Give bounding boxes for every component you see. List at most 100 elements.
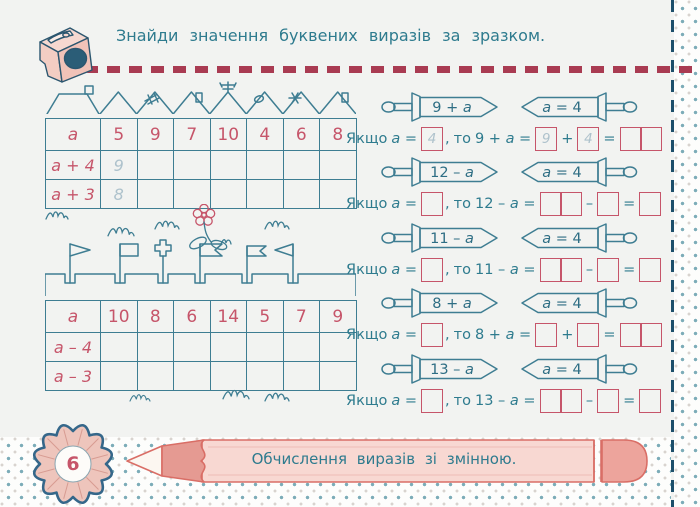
value-sword-banner: a = 4 <box>521 92 638 122</box>
table-header-cell: 6 <box>282 118 320 151</box>
sword-banners: 13 – a a = 4 <box>346 352 676 386</box>
page-number: 6 <box>66 453 80 475</box>
table-header-cell: a <box>45 300 101 333</box>
expression-sword-banner: 11 – a <box>381 223 498 253</box>
answer-box[interactable] <box>639 388 662 413</box>
answer-box[interactable] <box>559 388 582 413</box>
row-label: a – 4 <box>45 332 101 362</box>
sharpener-icon <box>39 27 93 83</box>
operator: = <box>603 327 616 344</box>
answer-box[interactable] <box>421 257 444 282</box>
answer-box[interactable] <box>559 257 582 282</box>
answer-box[interactable] <box>639 127 662 151</box>
table-header-cell: 10 <box>209 118 247 151</box>
comma: , <box>445 261 450 278</box>
table-cell[interactable] <box>136 361 174 391</box>
answer-box-wide[interactable] <box>539 257 582 282</box>
table-cell[interactable] <box>209 150 247 180</box>
answer-box-wide[interactable] <box>539 388 582 413</box>
answer-box[interactable] <box>597 192 620 217</box>
pencil-banner-icon <box>126 439 648 483</box>
table-cell[interactable] <box>136 150 174 180</box>
table-cell[interactable] <box>136 179 174 209</box>
table-cell[interactable] <box>282 179 320 209</box>
answer-box[interactable]: 9 <box>535 127 558 151</box>
sword-banners: 12 – a a = 4 <box>346 155 676 189</box>
table-cell[interactable] <box>209 179 247 209</box>
table-header-cell: 5 <box>246 300 284 333</box>
answer-box[interactable] <box>639 192 662 217</box>
table-cell[interactable] <box>209 361 247 391</box>
answer-box[interactable] <box>619 127 642 151</box>
divider-dashed-line <box>85 66 700 73</box>
expression-sword-banner: 12 – a <box>381 157 498 188</box>
table-cell[interactable] <box>319 150 357 180</box>
table-cell[interactable] <box>319 179 357 209</box>
answer-box[interactable] <box>539 257 562 282</box>
table-cell[interactable] <box>173 361 211 391</box>
table-row: a – 4 <box>45 332 357 362</box>
table-cell[interactable] <box>319 361 357 391</box>
table-cell[interactable] <box>282 361 320 391</box>
answer-box[interactable] <box>539 192 562 217</box>
table-cell[interactable] <box>173 332 211 362</box>
expression-text: 11 – a = <box>474 261 536 278</box>
table-cell[interactable] <box>246 361 284 391</box>
table-header-cell: 10 <box>100 300 138 333</box>
table-cell[interactable] <box>246 179 284 209</box>
answer-box[interactable]: 4 <box>421 127 444 151</box>
pencil-shaving-badge: 6 <box>26 418 120 507</box>
answer-box[interactable] <box>535 323 558 348</box>
row-label: a – 3 <box>45 361 101 391</box>
table-cell[interactable] <box>246 332 284 362</box>
answer-box-wide[interactable] <box>619 127 662 151</box>
table-cell[interactable]: 8 <box>100 179 138 209</box>
operator: = <box>623 196 636 213</box>
table-header-cell: 5 <box>100 118 138 151</box>
answer-box[interactable] <box>421 388 444 413</box>
if-word: Якщо <box>346 392 388 409</box>
answer-box[interactable] <box>619 323 642 348</box>
table-cell[interactable] <box>246 150 284 180</box>
svg-text:9 + a: 9 + a <box>432 100 471 116</box>
svg-text:a = 4: a = 4 <box>542 362 581 378</box>
answer-box-wide[interactable] <box>619 323 662 348</box>
table-cell[interactable] <box>282 150 320 180</box>
answer-box-wide[interactable] <box>539 192 582 217</box>
table-cell[interactable] <box>209 332 247 362</box>
value-sword-banner: a = 4 <box>521 157 638 188</box>
answer-box[interactable] <box>597 257 620 282</box>
answer-box[interactable] <box>421 192 444 217</box>
then-word: то <box>453 261 471 278</box>
svg-text:a = 4: a = 4 <box>542 296 581 312</box>
expression-sword-banner: 13 – a <box>381 353 498 384</box>
answer-box[interactable] <box>639 323 662 348</box>
answer-box[interactable] <box>577 323 600 348</box>
answer-box[interactable] <box>597 388 620 413</box>
variable: a = <box>391 196 418 213</box>
svg-text:a = 4: a = 4 <box>542 100 581 116</box>
table-cell[interactable] <box>282 332 320 362</box>
table-cell[interactable] <box>100 361 138 391</box>
then-word: то <box>453 327 471 344</box>
operator: – <box>585 196 594 213</box>
answer-box[interactable]: 4 <box>577 127 600 151</box>
sword-banners: 9 + a a = 4 <box>346 90 676 124</box>
answer-box[interactable] <box>639 257 662 282</box>
svg-text:11 – a: 11 – a <box>430 231 474 247</box>
answer-box[interactable] <box>421 323 444 348</box>
answer-box[interactable] <box>559 192 582 217</box>
svg-text:12 – a: 12 – a <box>430 165 474 181</box>
table-cell[interactable]: 9 <box>100 150 138 180</box>
answer-box[interactable] <box>539 388 562 413</box>
svg-text:8 + a: 8 + a <box>432 296 471 312</box>
table-cell[interactable] <box>100 332 138 362</box>
table-cell[interactable] <box>173 150 211 180</box>
table-cell[interactable] <box>136 332 174 362</box>
